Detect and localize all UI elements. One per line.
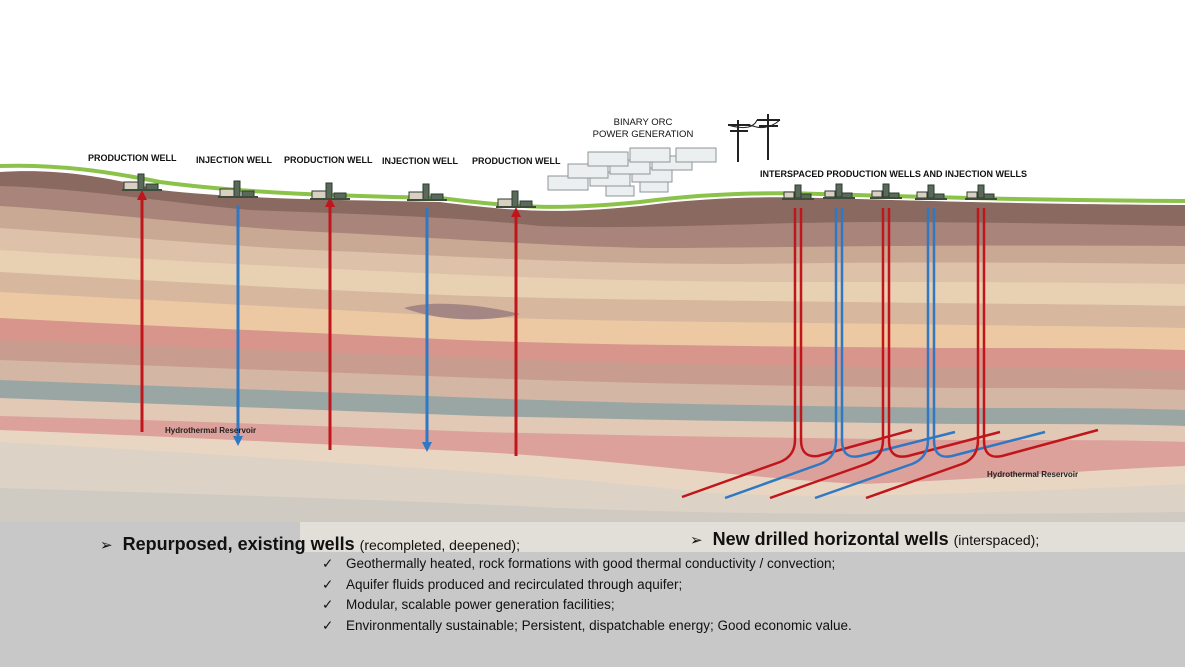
horizontal-well-production-3 bbox=[865, 208, 980, 500]
list-item: ✓ Modular, scalable power generation faci… bbox=[322, 597, 852, 618]
horizontal-well-injection-2 bbox=[814, 208, 930, 500]
benefits-list: ✓ Geothermally heated, rock formations wi… bbox=[322, 556, 852, 638]
list-item: ✓ Aquifer fluids produced and recirculate… bbox=[322, 577, 852, 598]
wellhead-icon bbox=[823, 183, 855, 199]
bullet-text: Aquifer fluids produced and recirculated… bbox=[346, 576, 683, 592]
label-binary-orc-line1: BINARY ORC bbox=[613, 117, 673, 128]
ground-surface bbox=[0, 163, 1185, 209]
check-icon: ✓ bbox=[322, 597, 334, 612]
wellhead-icon bbox=[870, 183, 902, 199]
production-well-3-arrow bbox=[511, 207, 521, 456]
list-item: ✓ Environmentally sustainable; Persistent… bbox=[322, 618, 852, 639]
bullet-text: Modular, scalable power generation facil… bbox=[346, 597, 615, 612]
production-well-1-arrow bbox=[137, 190, 147, 432]
horizontal-well-injection-1 bbox=[724, 208, 838, 500]
horizontal-title: New drilled horizontal wells bbox=[712, 529, 949, 549]
label-production-well-1: PRODUCTION WELL bbox=[88, 153, 177, 163]
headline-horizontal-wells: ➢ New drilled horizontal wells (interspac… bbox=[690, 529, 1039, 550]
headline-repurposed-wells: ➢ Repurposed, existing wells (recompleted… bbox=[100, 534, 520, 555]
repurposed-title: Repurposed, existing wells bbox=[122, 534, 355, 554]
wellhead-icon bbox=[496, 190, 536, 208]
label-hydrothermal-reservoir-left: Hydrothermal Reservoir bbox=[165, 426, 257, 435]
label-injection-well-1: INJECTION WELL bbox=[196, 155, 272, 165]
power-line-icon bbox=[727, 114, 781, 162]
injection-well-1-arrow bbox=[233, 205, 243, 446]
bullet-text: Geothermally heated, rock formations wit… bbox=[346, 556, 836, 571]
injection-well-2-arrow bbox=[422, 208, 432, 452]
wellhead-icon bbox=[965, 184, 997, 200]
horizontal-well-production-1b bbox=[799, 208, 913, 458]
wellhead-icon bbox=[122, 173, 162, 191]
horizontal-well-production-2 bbox=[769, 208, 885, 500]
horizontal-well-injection-2b bbox=[932, 208, 1046, 458]
summary-panel-band bbox=[300, 522, 1185, 552]
check-icon: ✓ bbox=[322, 576, 334, 592]
repurposed-wells bbox=[137, 190, 521, 456]
label-interspaced-wells: INTERSPACED PRODUCTION WELLS AND INJECTI… bbox=[760, 169, 1028, 179]
label-injection-well-2: INJECTION WELL bbox=[382, 156, 458, 166]
list-item: ✓ Geothermally heated, rock formations wi… bbox=[322, 556, 852, 577]
check-icon: ✓ bbox=[322, 617, 334, 633]
horizontal-well-production-2b bbox=[887, 208, 1001, 458]
horizontal-well-injection-1b bbox=[840, 208, 956, 458]
wellhead-icon bbox=[915, 184, 947, 200]
wellheads bbox=[122, 173, 997, 208]
check-icon: ✓ bbox=[322, 556, 334, 571]
label-production-well-2: PRODUCTION WELL bbox=[284, 155, 373, 165]
lens-shale bbox=[404, 303, 520, 320]
power-plant-icon bbox=[547, 147, 717, 197]
horizontal-note: (interspaced); bbox=[953, 532, 1040, 548]
repurposed-note: (recompleted, deepened); bbox=[359, 537, 520, 553]
label-production-well-3: PRODUCTION WELL bbox=[472, 156, 561, 166]
wellhead-icon bbox=[218, 180, 258, 198]
horizontal-wells bbox=[681, 208, 1099, 500]
bullet-arrow-icon: ➢ bbox=[100, 537, 113, 554]
production-well-2-arrow bbox=[325, 197, 335, 450]
bullet-arrow-icon: ➢ bbox=[690, 532, 703, 549]
horizontal-well-production-3b bbox=[982, 208, 1099, 458]
wellhead-icon bbox=[310, 182, 350, 200]
wellhead-icon bbox=[407, 183, 447, 201]
horizontal-well-production-1 bbox=[681, 208, 797, 499]
label-hydrothermal-reservoir-right: Hydrothermal Reservoir bbox=[987, 470, 1079, 479]
label-binary-orc-line2: POWER GENERATION bbox=[592, 129, 694, 140]
bullet-text: Environmentally sustainable; Persistent,… bbox=[346, 617, 852, 633]
wellhead-icon bbox=[782, 184, 814, 200]
